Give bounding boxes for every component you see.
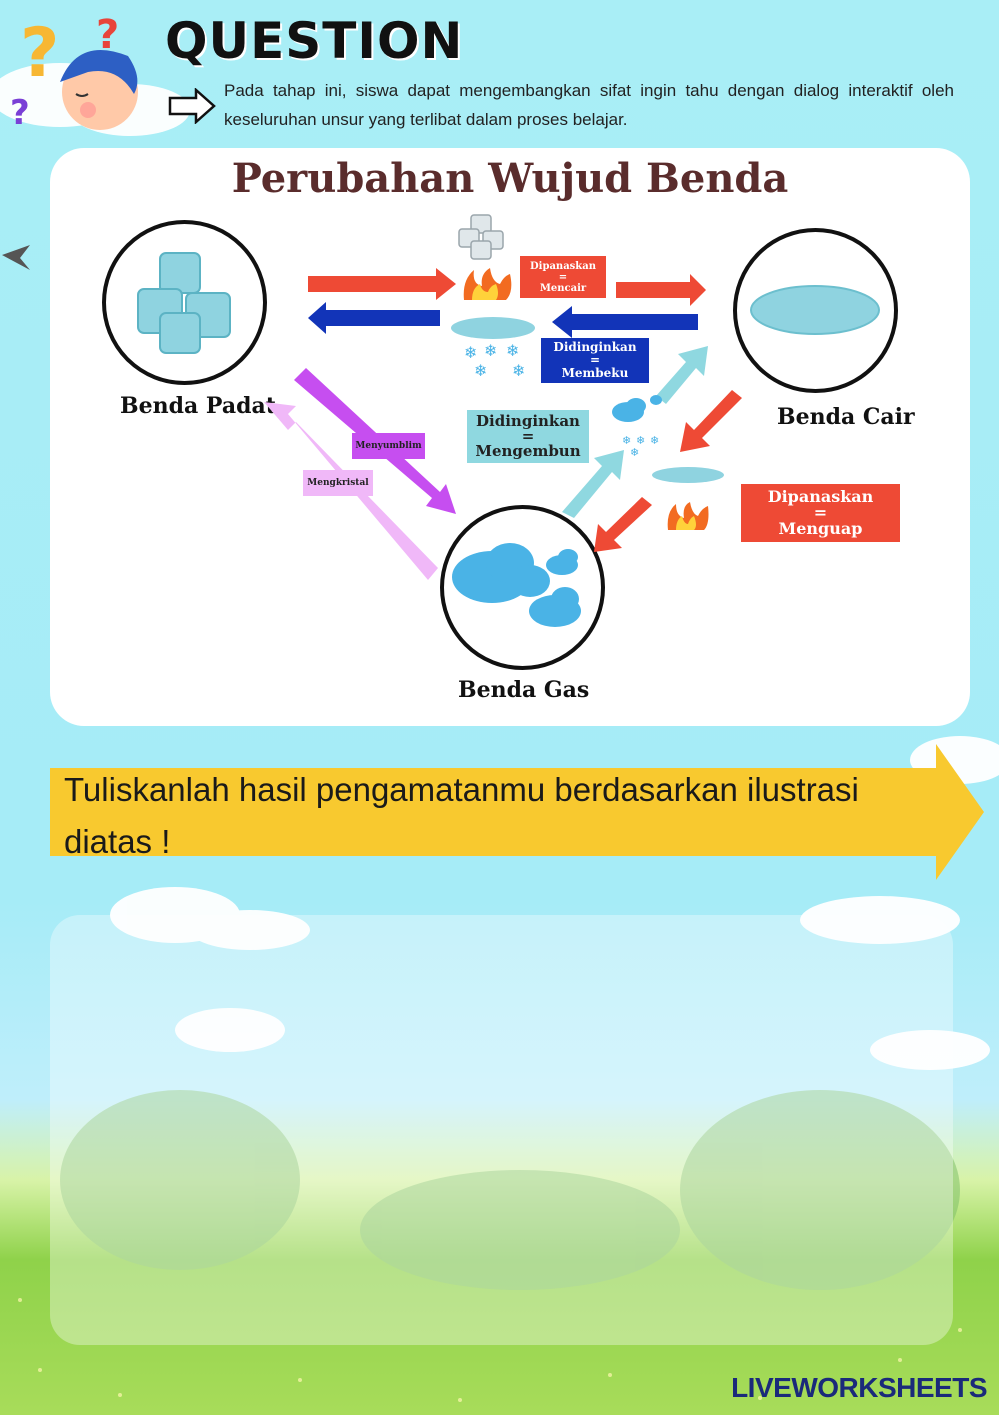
puddle-icon	[451, 317, 535, 339]
freezing-label: Didinginkan = Membeku	[541, 338, 649, 383]
melting-label: Dipanaskan = Mencair	[520, 256, 606, 298]
solid-state-label: Benda Padat	[120, 393, 276, 419]
small-fire-icon	[667, 502, 709, 530]
arrow-right-icon	[168, 88, 216, 124]
prompt-banner	[50, 744, 984, 880]
gas-state-label: Benda Gas	[458, 677, 590, 703]
brand-logo: LIVEWORKSHEETS	[731, 1372, 987, 1403]
fire-icon	[463, 268, 512, 300]
svg-text:❄: ❄	[512, 361, 525, 380]
svg-text:?: ?	[96, 12, 119, 58]
small-puddle-icon	[652, 467, 724, 483]
svg-text:?: ?	[10, 93, 30, 133]
page-title: QUESTION	[165, 12, 464, 70]
svg-text:?: ?	[20, 14, 59, 93]
snowflake-small-icon: ❄❄❄❄	[622, 434, 659, 458]
ice-icon	[458, 214, 504, 260]
intro-text: Pada tahap ini, siswa dapat mengembangka…	[224, 81, 954, 129]
svg-text:❄: ❄	[650, 434, 659, 447]
small-cloud-icon	[612, 395, 662, 422]
svg-text:❄: ❄	[474, 361, 487, 380]
answer-textarea[interactable]	[50, 915, 953, 1345]
cloud-icon	[452, 543, 581, 627]
diagram-title: Perubahan Wujud Benda	[231, 155, 789, 202]
condensing-label: Didinginkan = Mengembun	[467, 410, 589, 463]
svg-text:❄: ❄	[622, 434, 631, 447]
crystallizing-label: Mengkristal	[303, 470, 373, 496]
snowflake-icon: ❄❄❄ ❄❄	[464, 341, 525, 380]
process-arrows	[264, 268, 742, 580]
water-puddle-icon	[750, 285, 880, 335]
prompt-text: Tuliskanlah hasil pengamatanmu berdasark…	[64, 771, 859, 860]
svg-text:❄: ❄	[630, 446, 639, 458]
thinking-kid-icon: ? ? ?	[10, 12, 138, 133]
svg-text:❄: ❄	[484, 341, 497, 360]
liquid-state-label: Benda Cair	[777, 404, 915, 430]
svg-text:❄: ❄	[506, 341, 519, 360]
svg-text:❄: ❄	[636, 434, 645, 447]
svg-text:❄: ❄	[464, 343, 477, 362]
sublimating-label: Menyumblim	[352, 433, 425, 459]
solid-state-circle	[102, 220, 267, 385]
evaporating-label: Dipanaskan = Menguap	[741, 484, 900, 542]
ice-cubes-icon	[137, 252, 231, 354]
